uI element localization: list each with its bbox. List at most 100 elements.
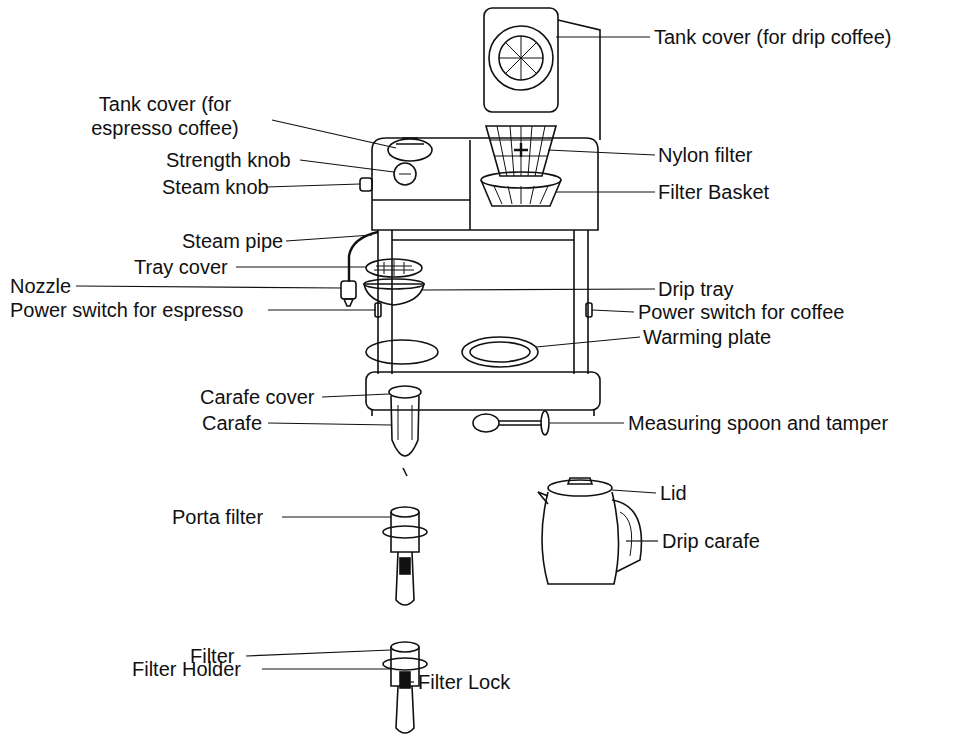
leader-lines-shape: [272, 120, 396, 148]
machine-body: [366, 8, 600, 416]
leader-lines-shape: [268, 309, 376, 310]
drip-carafe-shape: [620, 512, 632, 556]
steam-pipe-shape: [341, 281, 356, 299]
espresso-controls-shape: [394, 163, 416, 185]
part-label: Warming plate: [643, 325, 771, 349]
part-label: Nylon filter: [658, 143, 752, 167]
part-label: Porta filter: [172, 505, 263, 529]
leader-lines-shape: [76, 286, 341, 288]
measuring-spoon-shape: [473, 414, 499, 432]
machine-body-shape: [372, 138, 598, 230]
trays-shape: [470, 342, 530, 362]
nylon-filter-shape: [490, 126, 552, 176]
steam-pipe-shape: [344, 299, 353, 306]
leader-lines-shape: [536, 337, 640, 347]
espresso-controls-shape: [396, 138, 424, 144]
trays: [364, 259, 592, 367]
leader-lines-shape: [268, 423, 391, 425]
machine-body-shape: [499, 36, 543, 80]
nylon-filter-shape: [486, 126, 556, 176]
part-label: Power switch for coffee: [638, 300, 844, 324]
leader-lines-shape: [262, 668, 391, 669]
filter-basket-shape: [494, 186, 548, 204]
leader-lines-shape: [612, 490, 656, 493]
carafe-shape: [398, 405, 412, 440]
carafe-shape: [391, 396, 419, 456]
filter-holder-shape: [400, 672, 410, 688]
measuring-spoon-shape: [499, 421, 542, 425]
machine-body-shape: [366, 372, 600, 410]
leader-lines-shape: [286, 235, 372, 241]
drip-carafe-shape: [568, 478, 592, 484]
porta-filter-shape: [396, 552, 414, 605]
drip-carafe-shape: [542, 492, 619, 584]
part-label: Tray cover: [134, 255, 228, 279]
filter-basket: [481, 172, 561, 206]
trays-shape: [374, 260, 414, 276]
part-label: Measuring spoon and tamper: [628, 411, 888, 435]
part-label: Tank cover (for drip coffee): [654, 25, 892, 49]
part-label: Drip carafe: [662, 529, 760, 553]
measuring-spoon-shape: [541, 411, 549, 435]
leader-lines-shape: [626, 540, 658, 541]
espresso-controls: [360, 138, 432, 191]
drip-carafe-shape: [538, 492, 548, 504]
leader-lines-shape: [246, 650, 391, 656]
machine-body-shape: [484, 8, 558, 112]
carafe-shape: [389, 386, 421, 398]
espresso-controls-shape: [399, 174, 411, 175]
leader-lines-shape: [282, 516, 391, 517]
part-label: Filter Basket: [658, 180, 769, 204]
porta-filter-shape: [391, 512, 419, 552]
part-label: Carafe cover: [200, 385, 315, 409]
espresso-controls-shape: [388, 139, 432, 161]
machine-body-shape: [372, 140, 470, 230]
part-label: Carafe: [202, 411, 262, 435]
leader-lines-shape: [550, 422, 624, 423]
espresso-controls-shape: [360, 178, 372, 191]
trays-shape: [364, 279, 424, 289]
part-label: Steam pipe: [182, 229, 283, 253]
part-label: Power switch for espresso: [10, 298, 243, 322]
trays-shape: [462, 337, 538, 367]
part-label: Tank cover (for espresso coffee): [60, 92, 270, 140]
trays-shape: [586, 303, 592, 317]
trays-shape: [366, 259, 422, 277]
part-label: Drip tray: [658, 277, 734, 301]
part-label: Steam knob: [162, 175, 269, 199]
part-label: Filter Holder: [132, 657, 241, 681]
steam-pipe: [341, 232, 378, 306]
part-label: Lid: [660, 481, 687, 505]
filter-basket-shape: [481, 172, 561, 188]
leader-lines-shape: [556, 191, 655, 192]
porta-filter-shape: [391, 507, 419, 517]
filter-holder-shape: [396, 686, 414, 733]
filter-holder-shape: [383, 658, 427, 670]
filter-basket-shape: [481, 180, 561, 206]
filter-holder-shape: [391, 642, 419, 652]
part-label: Strength knob: [166, 148, 291, 172]
porta-filter-shape: [400, 558, 410, 574]
measuring-spoon: [473, 411, 549, 435]
machine-body-shape: [499, 36, 543, 80]
machine-body-shape: [372, 410, 594, 416]
part-label: Nozzle: [10, 274, 71, 298]
trays-shape: [366, 340, 438, 364]
leader-lines-shape: [410, 681, 414, 682]
drip-carafe: [538, 478, 641, 584]
leader-lines-shape: [266, 184, 360, 187]
leader-lines-shape: [556, 36, 650, 37]
machine-body-shape: [489, 26, 553, 90]
part-label: Filter Lock: [418, 670, 510, 694]
nylon-filter: [486, 126, 556, 176]
machine-body-shape: [558, 20, 600, 140]
leader-lines-shape: [592, 310, 634, 312]
leader-lines-shape: [300, 160, 394, 172]
carafe: [389, 386, 421, 476]
machine-body-shape: [392, 239, 574, 241]
machine-body-shape: [378, 230, 588, 374]
porta-filter-shape: [383, 526, 427, 538]
porta-filter: [383, 507, 427, 605]
leader-lines-shape: [322, 394, 389, 397]
